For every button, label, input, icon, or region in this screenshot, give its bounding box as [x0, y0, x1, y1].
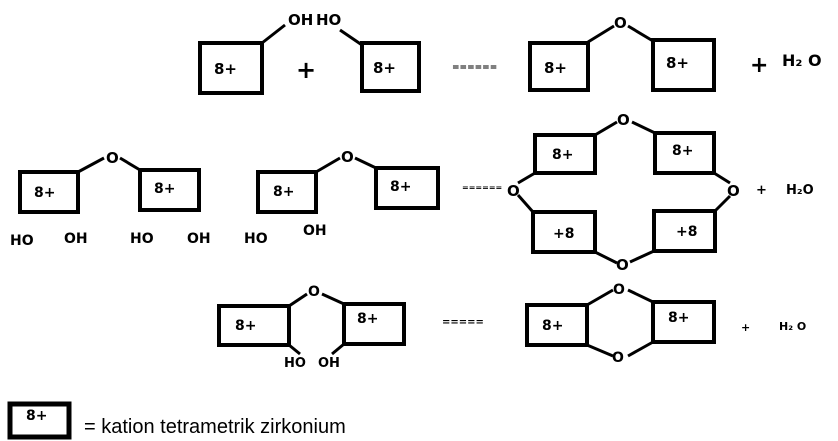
hydroxyl-label: HO — [244, 231, 268, 247]
charge-label: 8+ — [666, 54, 689, 72]
oxygen-bridge: O — [616, 256, 629, 274]
charge-label: +8 — [553, 226, 574, 242]
charge-label: 8+ — [373, 59, 396, 77]
cation-box — [652, 209, 717, 253]
cation-box — [7, 401, 72, 440]
oxygen-bridge: O — [106, 149, 119, 167]
plus-sign: + — [756, 183, 767, 198]
hydroxyl-label: OH — [187, 231, 211, 247]
charge-label: 8+ — [235, 318, 256, 334]
legend-caption: = kation tetrametrik zirkonium — [84, 416, 346, 438]
row1-reactant-right: HO 8+ — [316, 11, 421, 93]
row2-dimer-right: O 8+ 8+ HO OH — [244, 148, 440, 247]
charge-label: 8+ — [668, 310, 689, 326]
legend-symbol: 8+ — [7, 401, 72, 440]
plus-sign: + — [741, 321, 750, 334]
charge-label: 8+ — [273, 184, 294, 200]
cation-box — [653, 131, 716, 175]
charge-label: 8+ — [552, 147, 573, 163]
charge-label: +8 — [676, 224, 697, 240]
cation-box — [531, 210, 597, 254]
oxygen-bridge: O — [614, 14, 627, 32]
cation-box — [651, 300, 716, 344]
row2-dimer-left: O 8+ 8+ HO OH HO OH — [10, 149, 211, 249]
cation-box — [198, 41, 264, 95]
charge-label: 8+ — [672, 143, 693, 159]
charge-label: 8+ — [26, 408, 47, 424]
cation-box — [360, 41, 421, 93]
hydroxyl-label: HO — [284, 356, 306, 371]
oxygen-bridge: O — [308, 284, 320, 300]
cation-box — [18, 170, 80, 214]
oxygen-bridge: O — [507, 182, 520, 200]
equals-sign: ====== — [462, 183, 502, 192]
cation-box — [342, 302, 406, 346]
row3-dimer: O 8+ 8+ HO OH — [217, 284, 406, 371]
charge-label: 8+ — [544, 59, 567, 77]
cation-box — [374, 166, 440, 210]
equals-sign: ===== — [442, 317, 484, 328]
hydroxyl-label: OH — [288, 11, 313, 29]
charge-label: 8+ — [34, 185, 55, 201]
row2-tetramer-ring: O O O O 8+ 8+ +8 +8 — [507, 111, 740, 274]
row1-reactant-left: 8+ OH — [198, 11, 313, 95]
row3-product: O O 8+ 8+ — [525, 282, 716, 366]
water-label: H₂O — [786, 183, 814, 198]
oxygen-bridge: O — [727, 182, 740, 200]
oxygen-bridge: O — [617, 111, 630, 129]
hydroxyl-label: HO — [316, 11, 341, 29]
charge-label: 8+ — [542, 318, 563, 334]
cation-box — [256, 170, 318, 214]
oxygen-bridge: O — [341, 148, 354, 166]
hydroxyl-label: OH — [318, 356, 340, 371]
row1-product: 8+ 8+ O — [528, 14, 716, 92]
charge-label: 8+ — [154, 181, 175, 197]
hydroxyl-label: HO — [10, 233, 34, 249]
oxygen-bridge: O — [612, 350, 624, 366]
water-label: H₂ O — [779, 320, 806, 333]
charge-label: 8+ — [214, 60, 237, 78]
plus-sign: + — [296, 56, 316, 84]
water-label: H₂ O — [782, 51, 822, 70]
cation-box — [217, 304, 291, 347]
charge-label: 8+ — [390, 179, 411, 195]
charge-label: 8+ — [357, 311, 378, 327]
cation-box — [528, 41, 590, 92]
cation-box — [651, 38, 716, 92]
equals-sign: ====== — [452, 63, 497, 73]
hydroxyl-label: OH — [303, 223, 327, 239]
oxygen-bridge: O — [613, 282, 625, 298]
cation-box — [525, 303, 589, 347]
plus-sign: + — [750, 53, 768, 78]
hydroxyl-label: HO — [130, 231, 154, 247]
cation-box — [138, 168, 201, 212]
hydroxyl-label: OH — [64, 231, 88, 247]
cation-box — [533, 133, 597, 175]
